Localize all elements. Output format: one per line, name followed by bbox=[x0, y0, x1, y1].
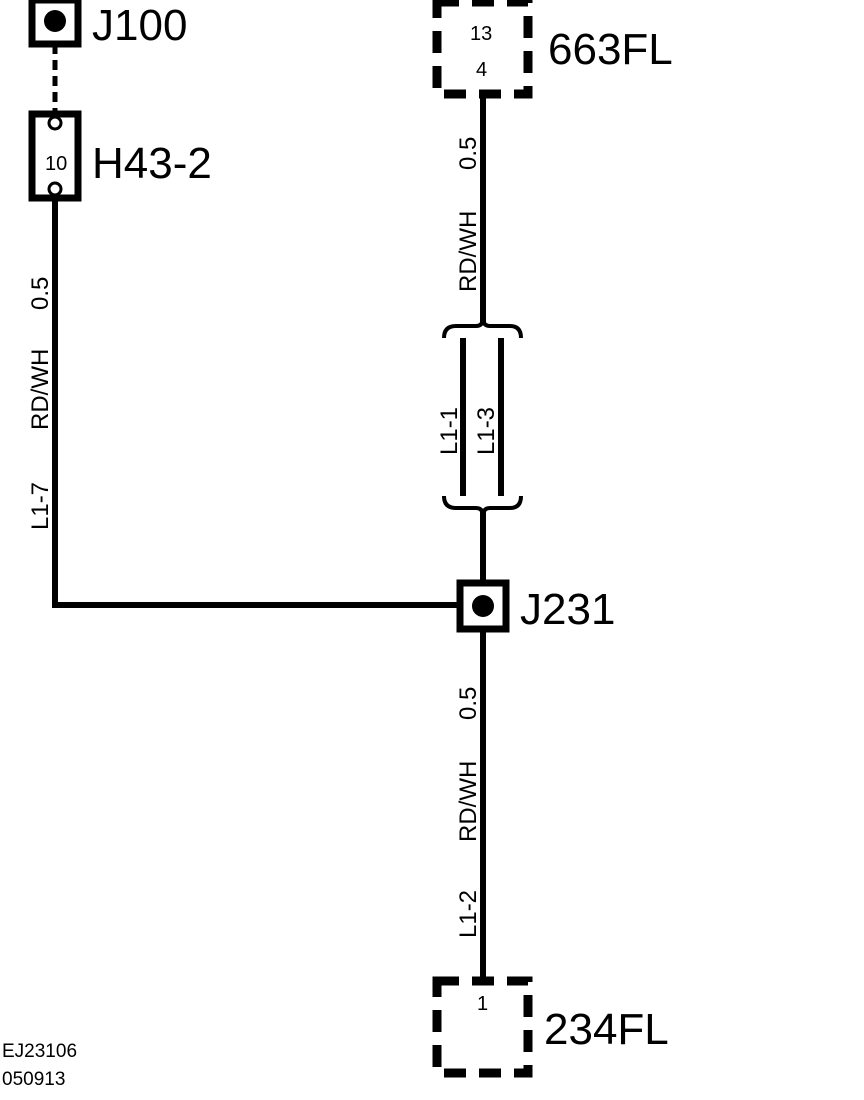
j100-label: J100 bbox=[92, 1, 187, 50]
wire-top-size: 0.5 bbox=[455, 137, 482, 170]
wire-l1-1-id: L1-1 bbox=[436, 407, 463, 455]
234fl-label: 234FL bbox=[544, 1005, 669, 1054]
663fl-pin-bottom: 4 bbox=[476, 59, 487, 81]
h43-2-pin-number: 10 bbox=[45, 153, 67, 175]
663fl-label: 663FL bbox=[548, 25, 673, 74]
234fl-box bbox=[432, 976, 533, 1078]
wire-l1-2-color: RD/WH bbox=[455, 761, 482, 842]
h43-2-label: H43-2 bbox=[92, 139, 212, 188]
wire-l1-7-color: RD/WH bbox=[27, 349, 54, 430]
wire-l1-2-size: 0.5 bbox=[455, 687, 482, 720]
h43-2-pin-bottom bbox=[47, 181, 63, 197]
j231-label: J231 bbox=[520, 585, 615, 634]
reference-code: EJ23106 bbox=[2, 1041, 77, 1062]
wire-l1-7 bbox=[52, 198, 480, 608]
wire-l1-7-size: 0.5 bbox=[27, 277, 54, 310]
663fl-pin-top: 13 bbox=[470, 23, 492, 45]
wire-l1-7-id: L1-7 bbox=[27, 482, 54, 530]
reference-date: 050913 bbox=[2, 1069, 65, 1090]
h43-2-pin-top bbox=[47, 115, 63, 131]
wire-top-color: RD/WH bbox=[455, 211, 482, 292]
234fl-pin: 1 bbox=[477, 993, 488, 1015]
j231-dot bbox=[472, 595, 494, 617]
wire-l1-2-id: L1-2 bbox=[455, 890, 482, 938]
j100-splice bbox=[28, 0, 82, 48]
wire-l1-3-id: L1-3 bbox=[473, 407, 500, 455]
bracket-top bbox=[442, 317, 523, 339]
663fl-connector: 13 4 bbox=[432, 0, 533, 99]
234fl-connector: 1 bbox=[432, 976, 533, 1078]
h43-2-connector: 10 bbox=[28, 110, 82, 202]
j231-splice bbox=[456, 579, 510, 633]
j100-dot bbox=[44, 10, 66, 32]
